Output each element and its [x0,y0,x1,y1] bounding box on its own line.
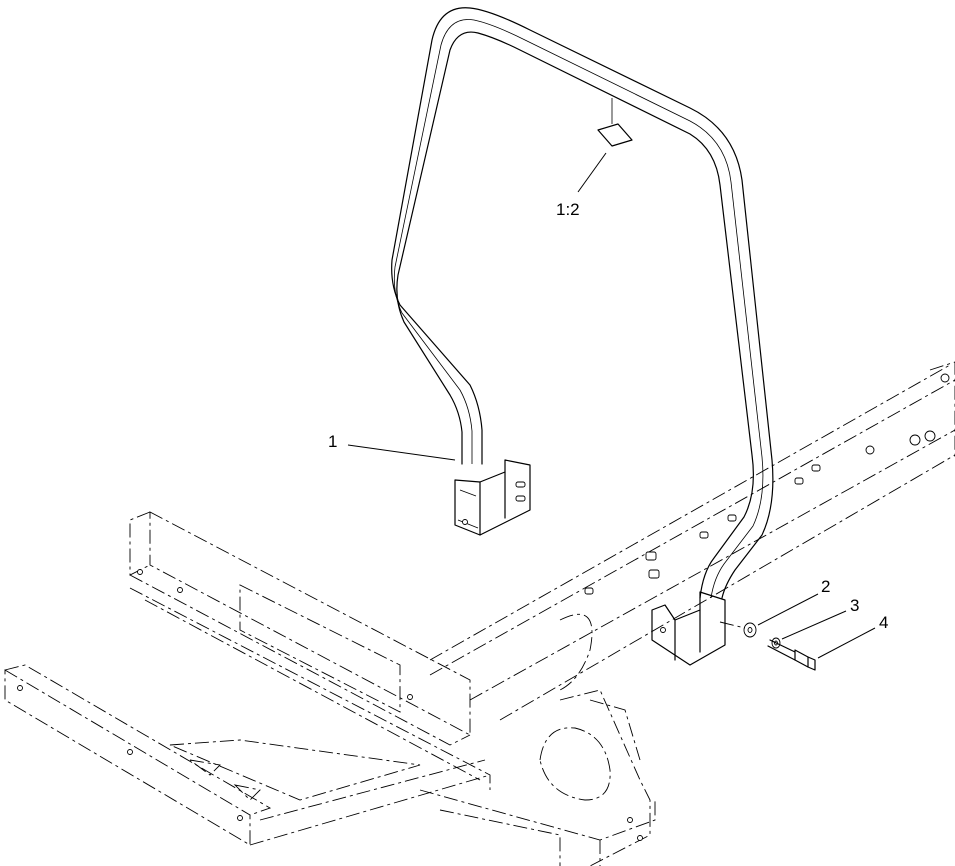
machine-frame [4,361,955,866]
hardware [719,621,816,671]
callout-label-1: 1 [328,432,337,451]
callout-1: 1 [328,432,456,461]
callout-label-4: 4 [879,613,888,632]
roll-bar [391,7,774,666]
callout-label-1-2: 1:2 [556,200,580,219]
callout-label-2: 2 [821,577,830,596]
callout-4: 4 [817,613,888,659]
callout-label-3: 3 [850,596,859,615]
callout-1-2: 1:2 [556,152,607,219]
frame-studs [584,464,821,595]
bolt [767,639,816,671]
callout-2: 2 [757,577,830,626]
callout-3: 3 [781,596,859,640]
